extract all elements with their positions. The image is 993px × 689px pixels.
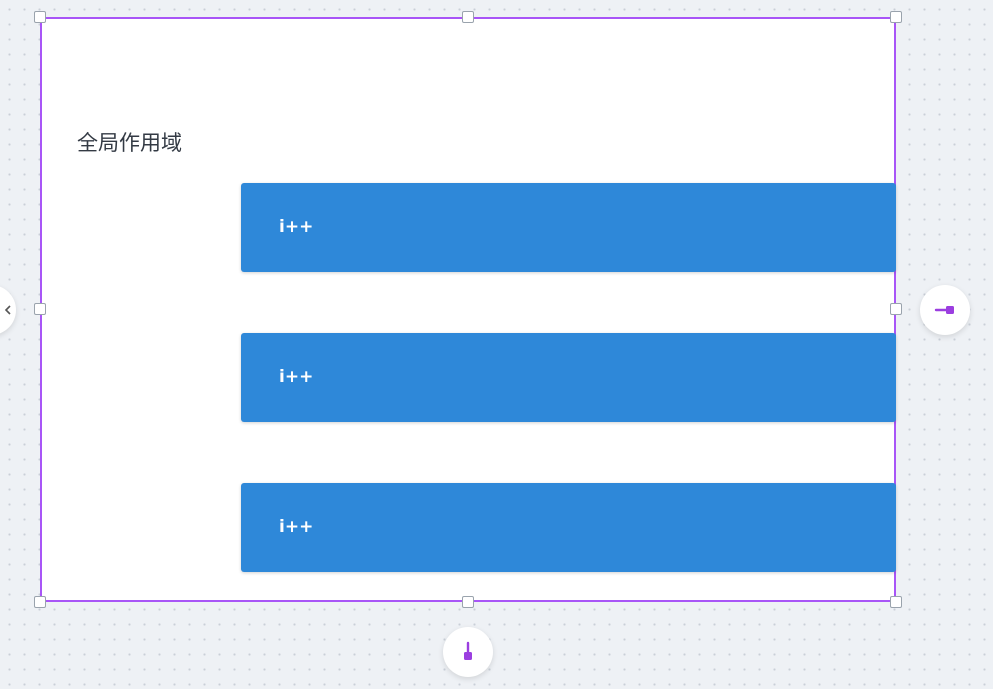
resize-handle-top-left[interactable]	[34, 11, 46, 23]
resize-handle-left[interactable]	[34, 303, 46, 315]
frame-title: 全局作用域	[77, 131, 182, 155]
code-block-label: i++	[279, 217, 314, 237]
resize-handle-bottom-left[interactable]	[34, 596, 46, 608]
connector-right-icon	[934, 306, 954, 314]
code-block[interactable]: i++	[241, 333, 896, 422]
code-block-label: i++	[279, 517, 314, 537]
code-block[interactable]: i++	[241, 183, 896, 272]
add-left-connector-button[interactable]	[0, 285, 16, 335]
add-right-connector-button[interactable]	[920, 285, 970, 335]
resize-handle-top-right[interactable]	[890, 11, 902, 23]
code-block-label: i++	[279, 367, 314, 387]
scope-frame[interactable]: 全局作用域 i++ i++ i++	[40, 17, 896, 602]
connector-left-icon	[4, 305, 11, 315]
resize-handle-bottom-right[interactable]	[890, 596, 902, 608]
resize-handle-right[interactable]	[890, 303, 902, 315]
resize-handle-top[interactable]	[462, 11, 474, 23]
add-bottom-connector-button[interactable]	[443, 627, 493, 677]
connector-down-icon	[464, 641, 472, 660]
code-block[interactable]: i++	[241, 483, 896, 572]
resize-handle-bottom[interactable]	[462, 596, 474, 608]
